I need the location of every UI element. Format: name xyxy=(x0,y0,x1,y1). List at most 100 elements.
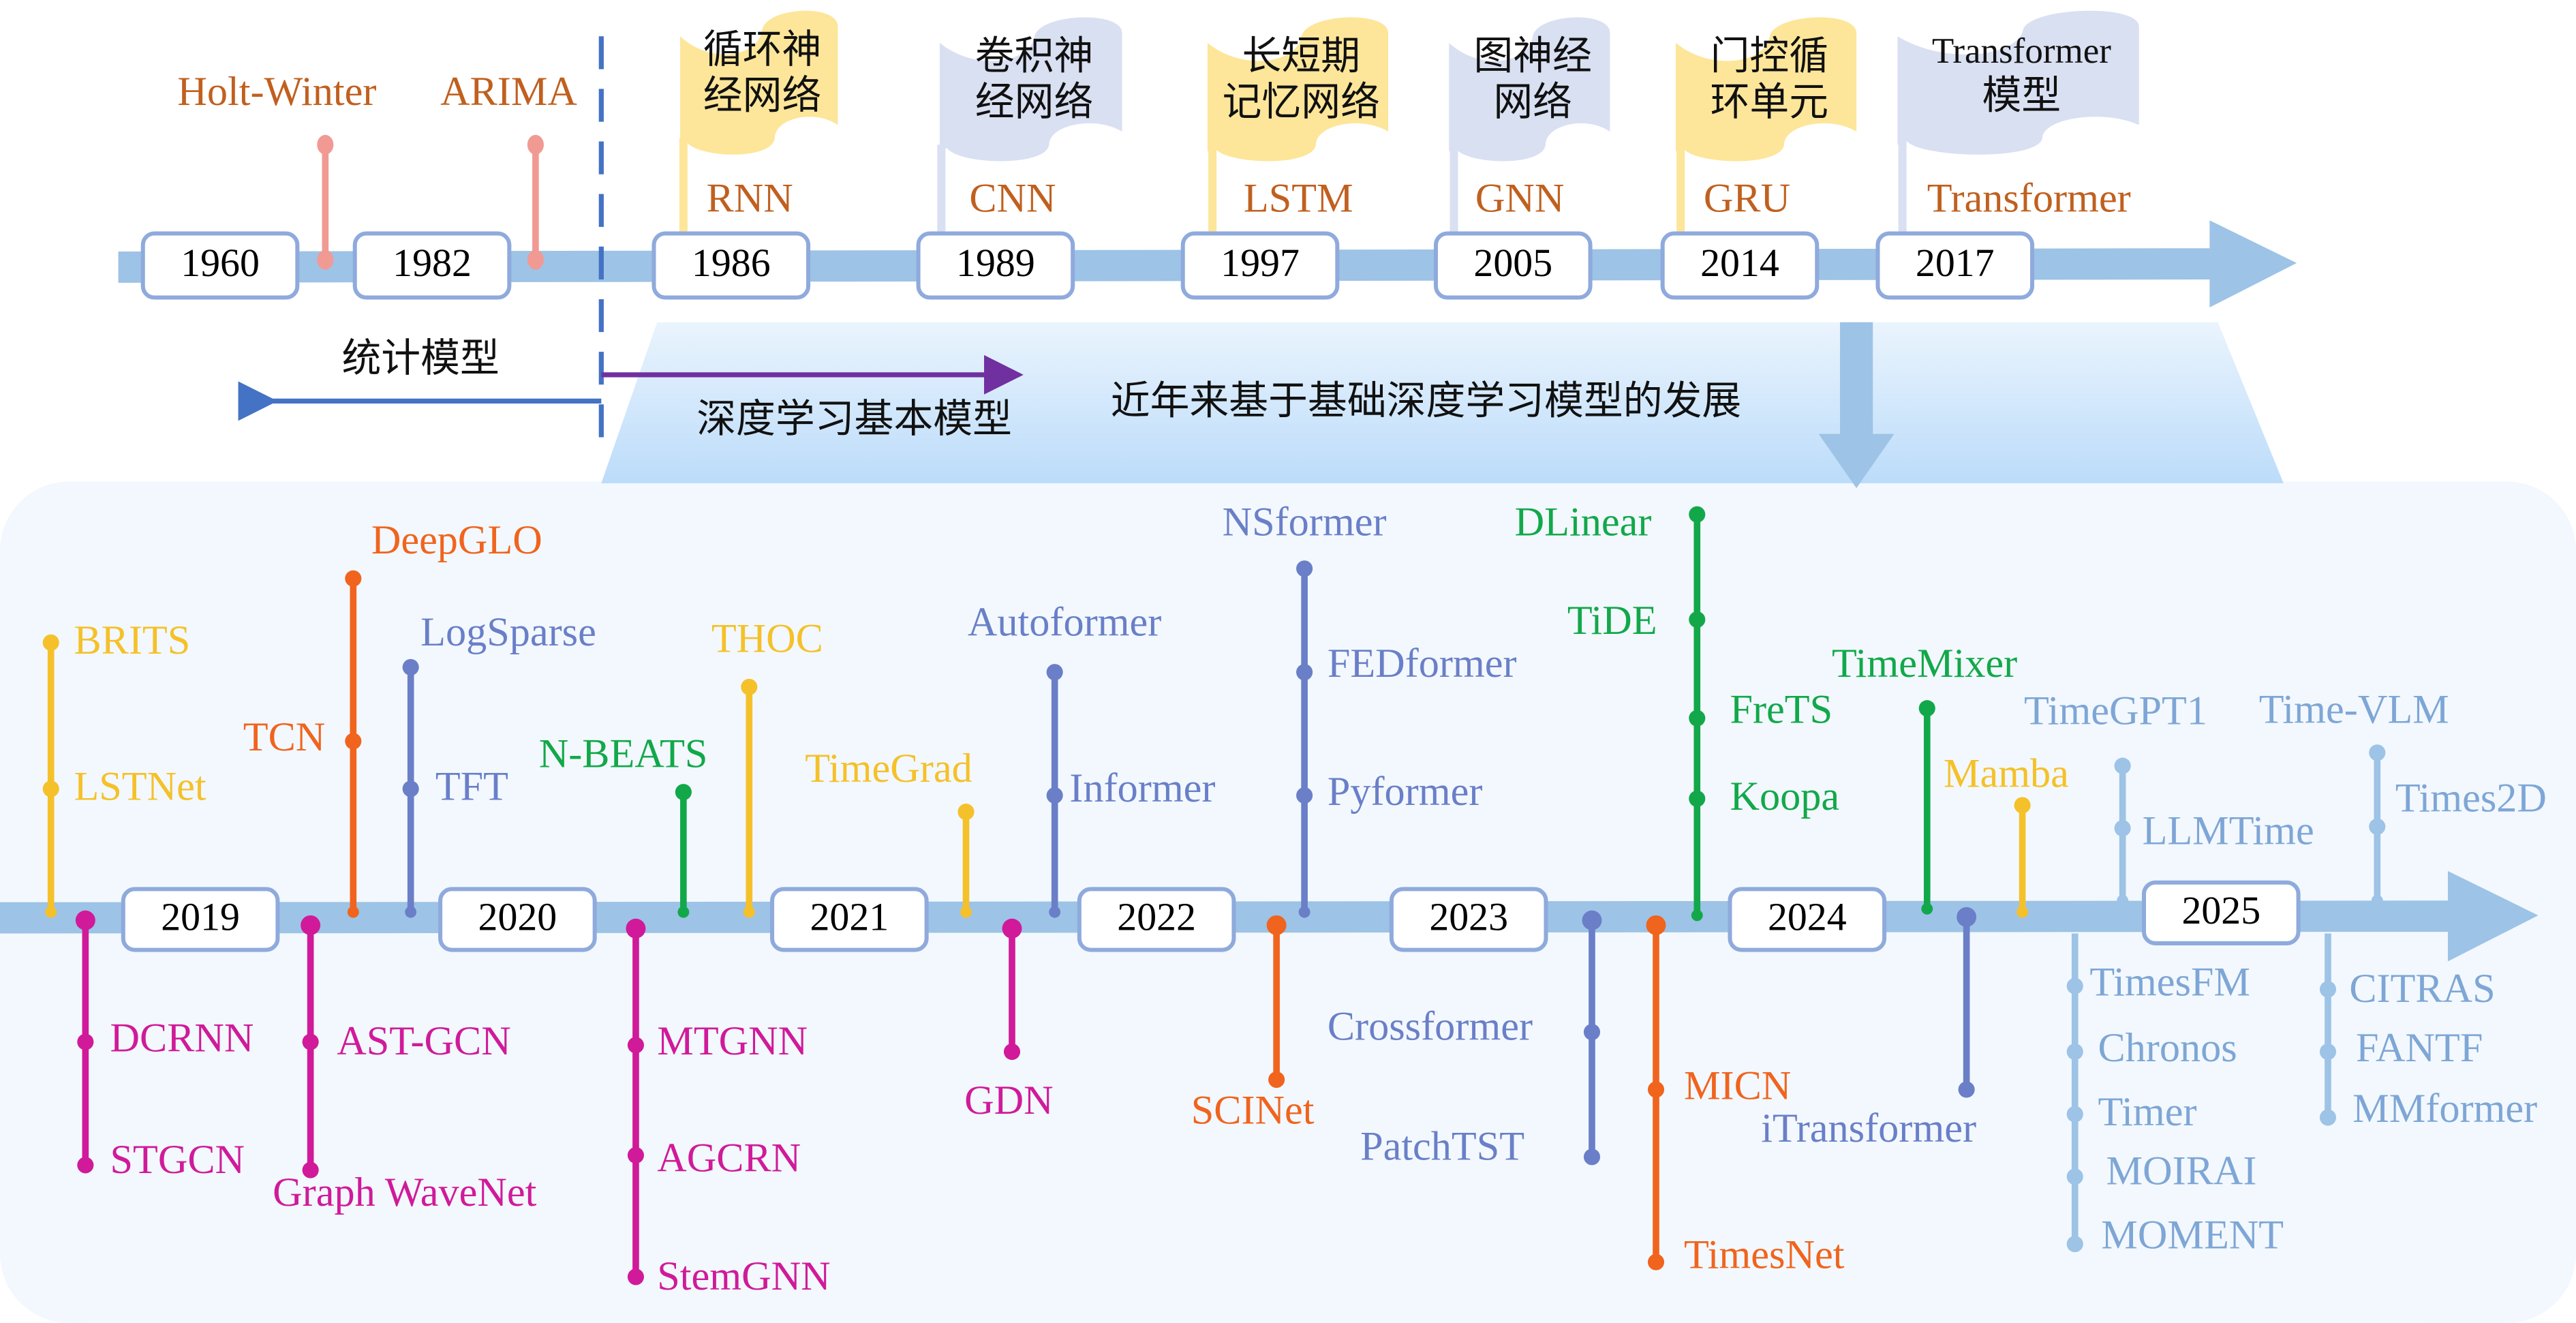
model-dot xyxy=(2371,894,2383,907)
model-dot xyxy=(1582,910,1602,930)
model-label-deepglo: DeepGLO xyxy=(371,517,542,563)
model-dot xyxy=(1046,664,1063,681)
year-label: 1997 xyxy=(1221,241,1300,285)
model-dot xyxy=(1647,1253,1665,1271)
model-dot xyxy=(2322,1112,2334,1123)
year-box xyxy=(1875,231,2035,300)
model-dot xyxy=(1266,915,1287,935)
model-dot xyxy=(2014,797,2031,814)
year-box xyxy=(438,887,597,952)
year-box xyxy=(140,231,300,300)
model-label-moment: MOMENT xyxy=(2101,1213,2284,1258)
model-label-times2d: Times2D xyxy=(2395,775,2547,821)
model-label-mamba: Mamba xyxy=(1944,750,2069,796)
model-dot xyxy=(1583,1024,1601,1041)
flag-banner xyxy=(1897,10,2139,155)
flag-text: 卷积神 xyxy=(975,32,1094,78)
model-label-patchtst: PatchTST xyxy=(1360,1124,1524,1170)
model-label-timegrad: TimeGrad xyxy=(805,746,972,791)
model-dot xyxy=(77,1033,94,1050)
model-dot xyxy=(1646,915,1666,935)
year-label: 2023 xyxy=(1429,895,1508,939)
year-label: 2025 xyxy=(2181,888,2260,932)
flag-text: 循环神 xyxy=(703,26,822,72)
year-box xyxy=(121,887,280,952)
flag-text: 经网络 xyxy=(975,78,1094,125)
model-label-frets: FreTS xyxy=(1730,686,1833,732)
model-dot xyxy=(42,780,59,797)
flag-text: 长短期 xyxy=(1242,32,1361,78)
year-label: 1986 xyxy=(692,241,771,285)
model-dot xyxy=(2066,1043,2083,1061)
year-box xyxy=(1389,887,1548,952)
year-label: 2021 xyxy=(810,895,889,939)
model-label-logsparse: LogSparse xyxy=(420,609,596,655)
model-label-brits: BRITS xyxy=(74,618,190,663)
year-box xyxy=(916,231,1075,300)
model-label-cnn: CNN xyxy=(969,176,1056,222)
model-dot xyxy=(301,915,321,935)
model-label-autoformer: Autoformer xyxy=(968,599,1161,645)
model-label-rnn: RNN xyxy=(707,176,793,222)
model-dot xyxy=(1296,664,1313,681)
year-label: 2019 xyxy=(161,895,240,939)
year-label: 2024 xyxy=(1768,895,1847,939)
model-dot xyxy=(1918,700,1935,717)
model-label-pyformer: Pyformer xyxy=(1328,769,1483,815)
model-dot xyxy=(405,906,417,918)
model-dot xyxy=(2017,906,2029,918)
dl-basic-label: 深度学习基本模型 xyxy=(696,395,1012,442)
year-box xyxy=(352,231,512,300)
model-label-timemixer: TimeMixer xyxy=(1832,641,2017,686)
year-box xyxy=(1728,887,1887,952)
model-dot xyxy=(960,906,972,918)
flag-text: 门控循 xyxy=(1711,32,1829,78)
model-dot xyxy=(75,910,95,930)
year-label: 1960 xyxy=(181,241,260,285)
year-box xyxy=(2141,880,2301,945)
model-dot xyxy=(1689,506,1706,523)
flag-banner xyxy=(1449,17,1610,162)
model-dot xyxy=(1691,909,1703,922)
model-dot xyxy=(1002,918,1022,939)
model-dot xyxy=(2066,1106,2083,1123)
holt-winter-pin-head xyxy=(317,134,334,155)
flag-text: Transformer xyxy=(1932,31,2111,71)
recent-label: 近年来基于基础深度学习模型的发展 xyxy=(1111,378,1742,424)
model-dot xyxy=(1958,1081,1975,1098)
model-dot xyxy=(957,804,975,821)
model-label-tft: TFT xyxy=(435,764,508,810)
model-dot xyxy=(345,570,362,587)
arima-pin-head xyxy=(527,134,544,155)
model-dot xyxy=(626,918,646,939)
model-dot xyxy=(627,1146,644,1164)
model-label-thoc: THOC xyxy=(711,616,823,662)
model-dot xyxy=(345,733,362,750)
flag-text: 记忆网络 xyxy=(1223,78,1380,125)
model-dot xyxy=(1296,787,1313,804)
model-dot xyxy=(2066,977,2083,994)
model-dot xyxy=(42,634,59,651)
bottom-timeline-arrow xyxy=(0,870,2539,962)
model-label-stemgnn: StemGNN xyxy=(657,1253,830,1299)
model-label-koopa: Koopa xyxy=(1730,774,1839,819)
model-label-dcrnn: DCRNN xyxy=(110,1015,254,1061)
model-label-time-vlm: Time-VLM xyxy=(2259,686,2449,732)
model-label-scinet: SCINet xyxy=(1191,1087,1315,1133)
model-dot xyxy=(402,780,419,797)
model-dot xyxy=(2319,981,2337,998)
year-box xyxy=(1433,231,1593,300)
model-dot xyxy=(77,1157,94,1174)
holt-winter-pin-foot xyxy=(317,249,334,270)
model-dot xyxy=(627,1268,644,1286)
year-label: 2014 xyxy=(1700,241,1779,285)
year-label: 2022 xyxy=(1117,895,1196,939)
model-dot xyxy=(1583,1149,1601,1166)
flag-text: 图神经 xyxy=(1473,32,1592,78)
model-label-stgcn: STGCN xyxy=(110,1137,245,1183)
model-dot xyxy=(677,906,690,918)
model-dot xyxy=(1046,787,1063,804)
flag-banner xyxy=(939,17,1122,162)
model-label-n-beats: N-BEATS xyxy=(539,731,708,776)
